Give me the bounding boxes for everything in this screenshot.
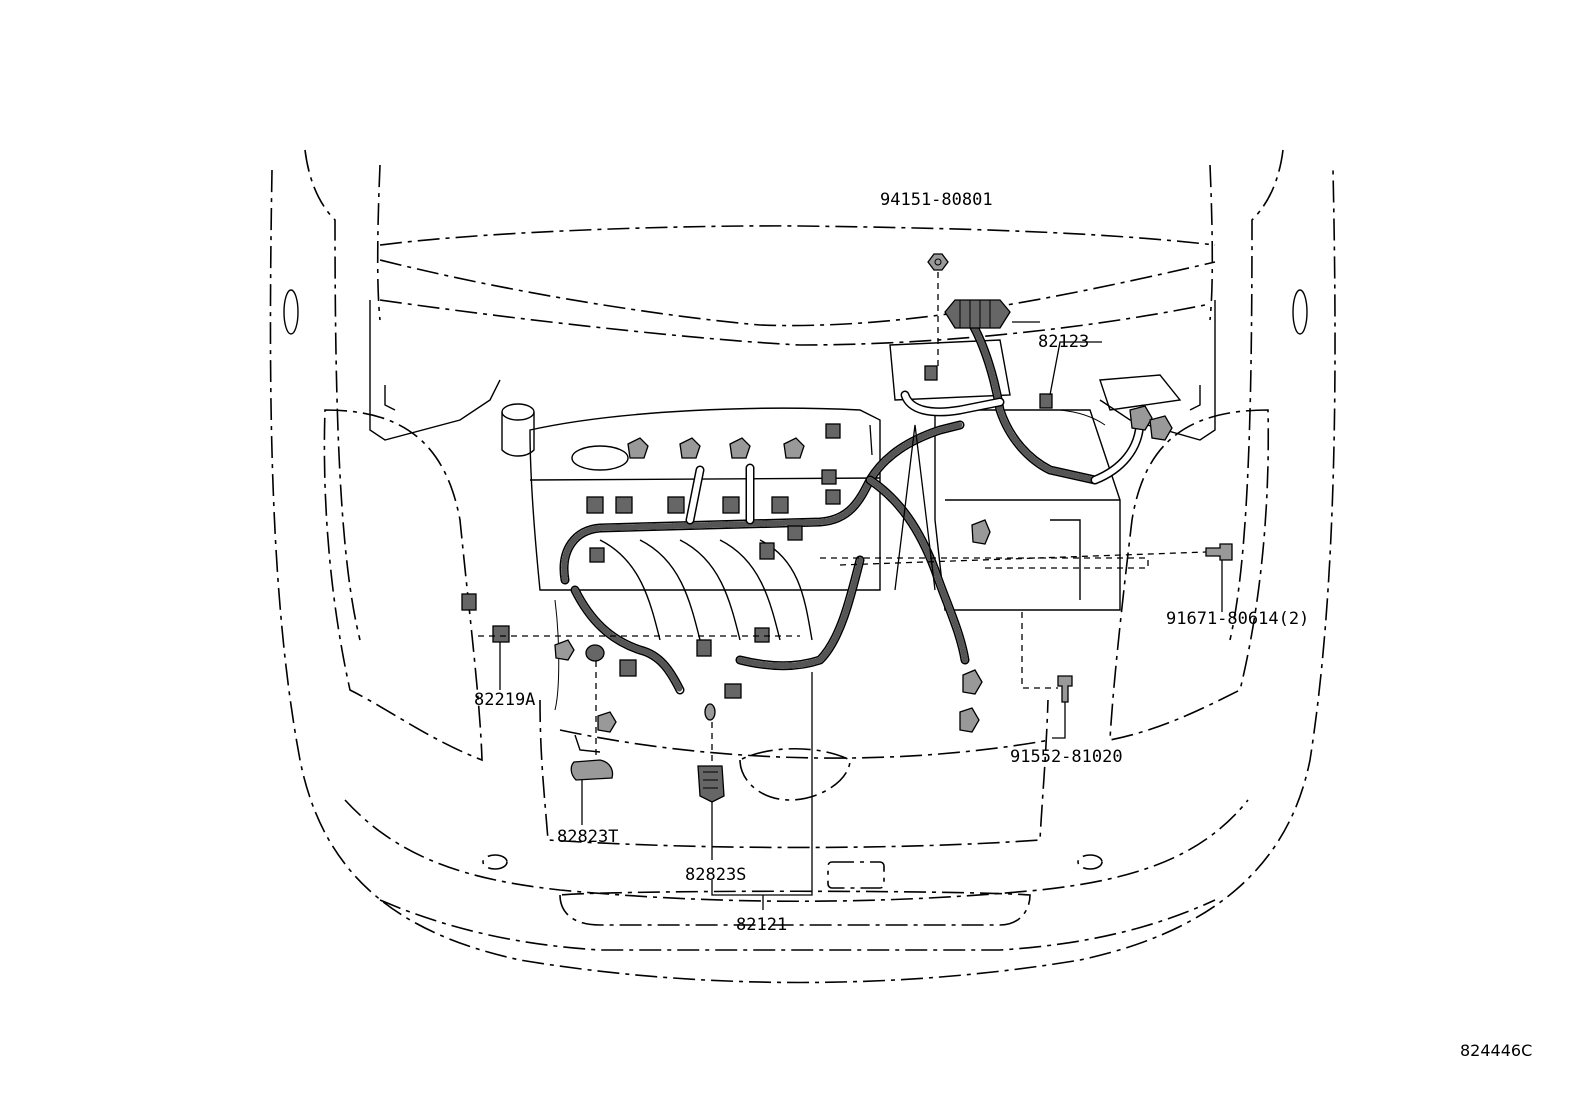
clamp-82823T: [570, 759, 614, 781]
bolt-91671: [1205, 543, 1233, 561]
connector: [461, 593, 477, 611]
connector: [619, 659, 637, 677]
part-label-82823S: 82823S: [685, 865, 746, 885]
connector: [554, 639, 575, 661]
part-label-94151-80801: 94151-80801: [880, 190, 993, 210]
figure-id: 824446C: [1460, 1041, 1532, 1060]
part-label-91552-81020: 91552-81020: [1010, 747, 1123, 767]
connector: [679, 437, 701, 459]
connector: [615, 496, 633, 514]
connector: [825, 423, 841, 439]
connector: [492, 625, 510, 643]
connector: [771, 496, 789, 514]
part-label-82219A: 82219A: [474, 690, 535, 710]
part-label-82823T: 82823T: [557, 827, 618, 847]
connector: [696, 639, 712, 657]
part-label-82121: 82121: [736, 915, 787, 935]
part-label-82123: 82123: [1038, 332, 1089, 352]
connector: [754, 627, 770, 643]
part-label-91671-80614: 91671-80614(2): [1166, 609, 1309, 629]
connector: [825, 489, 841, 505]
connector: [729, 437, 751, 459]
clamp-82823S: [697, 765, 725, 803]
nut-94151: [927, 253, 949, 271]
bolt-91552: [1057, 675, 1073, 703]
fuse-block-connector: [944, 299, 1011, 329]
hardware-parts: [570, 253, 1233, 803]
connector: [821, 469, 837, 485]
connector: [962, 669, 983, 695]
connector: [627, 437, 649, 459]
connector: [667, 496, 685, 514]
connector: [971, 519, 991, 545]
connector: [959, 707, 980, 733]
vehicle-body-outline: [269, 149, 1336, 984]
connector: [783, 437, 805, 459]
wire-harness-82121: [559, 420, 970, 695]
connector: [724, 683, 742, 699]
connector: [722, 496, 740, 514]
connector: [759, 542, 775, 560]
leader-lines: [478, 272, 1223, 910]
connector: [1149, 415, 1173, 441]
engine-compartment: [369, 300, 1216, 711]
connector: [586, 496, 604, 514]
harness-connectors: [461, 299, 1173, 733]
connector: [787, 525, 803, 541]
part-labels: 94151-80801 82123 91671-80614(2) 82219A …: [474, 190, 1309, 935]
connector: [589, 547, 605, 563]
connector: [924, 365, 938, 381]
connector: [597, 711, 617, 733]
connector: [1039, 393, 1053, 409]
connector: [1129, 405, 1153, 431]
